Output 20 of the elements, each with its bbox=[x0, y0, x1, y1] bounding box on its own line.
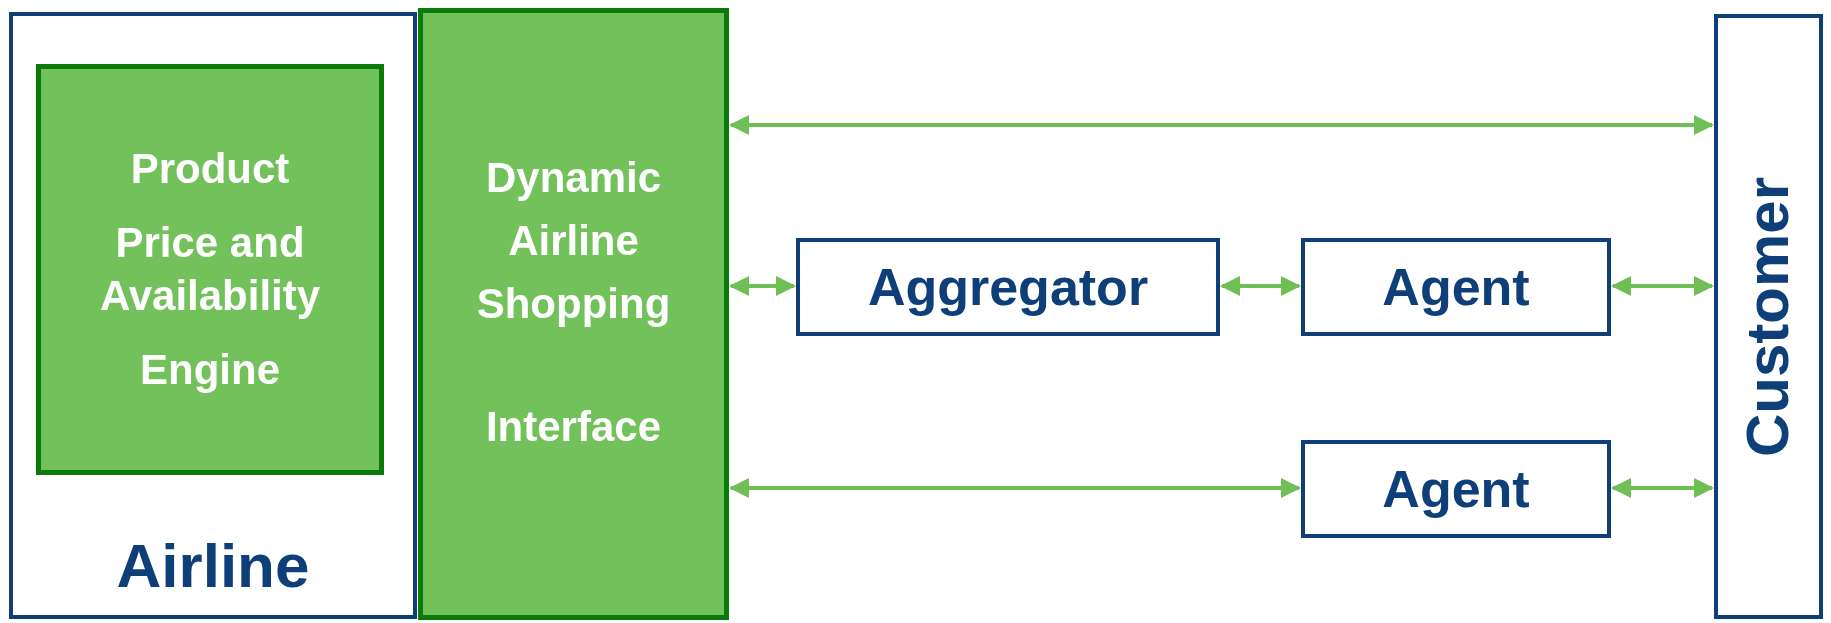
process-box bbox=[796, 238, 1220, 336]
box-title: Airline bbox=[115, 535, 311, 597]
engine-box bbox=[36, 64, 384, 475]
box-text: Dynamic Airline Shopping bbox=[475, 153, 672, 329]
customer-box bbox=[1714, 14, 1823, 619]
box-text: Engine bbox=[140, 345, 280, 395]
box-text: Product bbox=[130, 143, 290, 194]
process-box bbox=[1301, 238, 1611, 336]
double-arrow bbox=[1220, 276, 1301, 296]
box-text: Price and Availability bbox=[98, 218, 322, 321]
process-box bbox=[1301, 440, 1611, 538]
box-text: Interface bbox=[484, 402, 663, 452]
interface-box bbox=[418, 8, 729, 620]
double-arrow bbox=[729, 478, 1301, 498]
double-arrow bbox=[729, 276, 796, 296]
double-arrow bbox=[729, 115, 1714, 135]
box-label: Customer bbox=[1738, 176, 1799, 457]
airline-box bbox=[9, 12, 417, 619]
double-arrow bbox=[1611, 276, 1714, 296]
double-arrow bbox=[1611, 478, 1714, 498]
